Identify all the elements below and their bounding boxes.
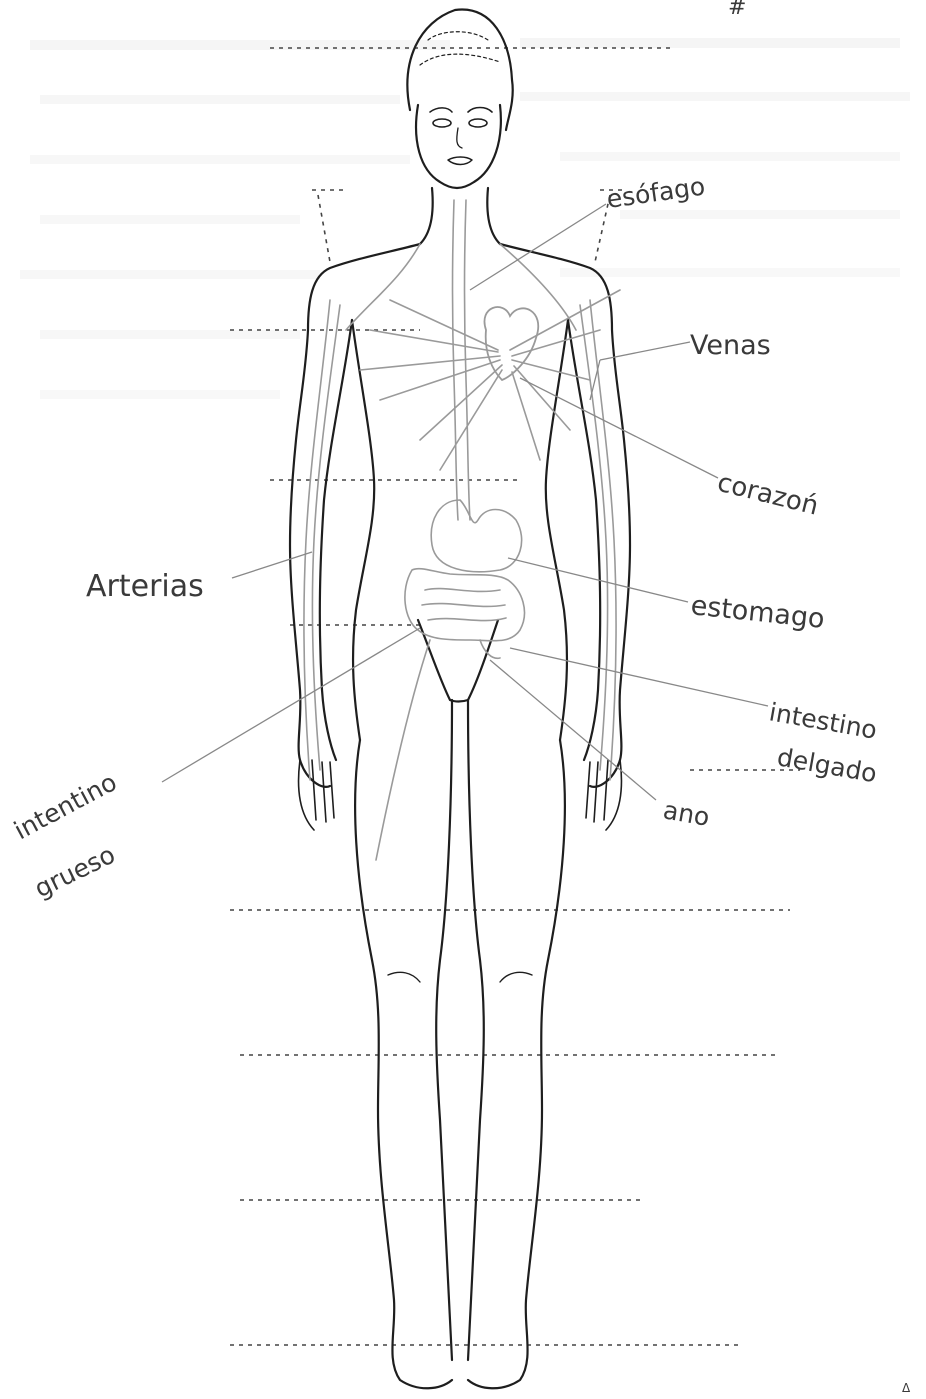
label-intestino-delgado-line2: delgado [775, 742, 879, 788]
leader-estomago [508, 558, 688, 602]
heart [484, 307, 538, 380]
leader-esofago [470, 204, 606, 290]
leader-intestino-grueso [162, 628, 420, 782]
label-corazon: corazoń [714, 468, 821, 522]
label-arterias: Arterias [86, 569, 204, 604]
label-ano: ano [661, 795, 712, 832]
label-intestino-grueso-line1: intentino [9, 767, 121, 845]
mouth [448, 157, 472, 165]
artery-left-arm [304, 300, 330, 780]
leader-ano [490, 660, 656, 800]
corner-small-mark: Δ [902, 1381, 911, 1395]
vein-right-arm [590, 300, 616, 780]
body-outline [290, 10, 630, 1389]
right-eye [469, 119, 487, 127]
guide-line [318, 195, 330, 262]
right-torso [546, 320, 568, 740]
corner-mark: # [728, 0, 746, 20]
label-venas: Venas [690, 330, 771, 361]
leader-intestino-delgado [510, 648, 768, 706]
left-eye [433, 119, 451, 127]
stomach [431, 500, 521, 572]
organ-drawing [304, 200, 620, 860]
leader-arterias [232, 552, 312, 578]
hair-outline [407, 10, 512, 130]
label-intestino-delgado-line1: intestino [767, 697, 879, 744]
labels: esófago Venas corazoń Arterias estomago … [9, 0, 911, 1395]
label-estomago: estomago [689, 590, 826, 635]
label-intestino-grueso-line2: grueso [30, 840, 120, 904]
left-torso [352, 320, 374, 740]
label-esofago: esófago [605, 171, 707, 213]
